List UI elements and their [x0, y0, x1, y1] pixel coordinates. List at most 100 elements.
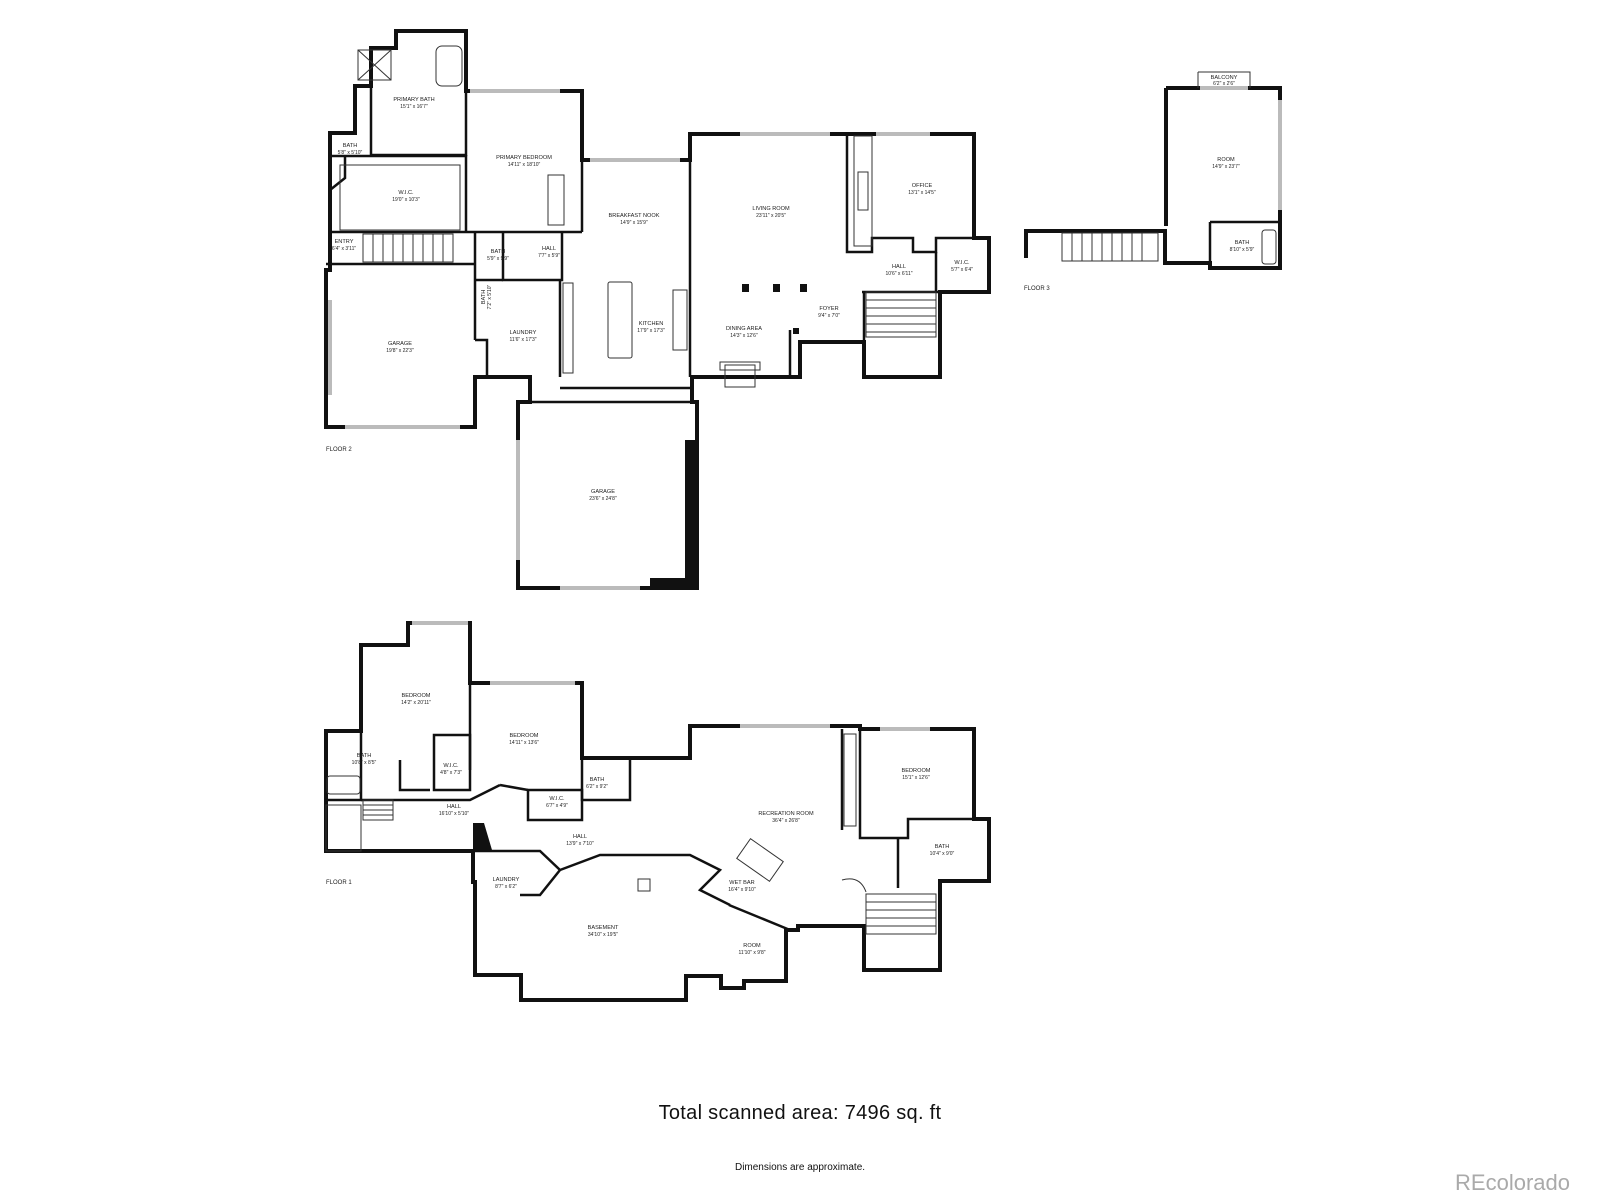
svg-text:HALL: HALL — [542, 246, 556, 252]
svg-text:BATH: BATH — [935, 844, 950, 850]
svg-text:34'10" x 19'5": 34'10" x 19'5" — [588, 932, 618, 938]
svg-text:LIVING ROOM: LIVING ROOM — [752, 206, 790, 212]
svg-text:BATH: BATH — [491, 249, 506, 255]
svg-text:6'4" x 3'11": 6'4" x 3'11" — [332, 246, 356, 252]
svg-text:5'7" x 6'4": 5'7" x 6'4" — [951, 267, 973, 273]
svg-text:BEDROOM: BEDROOM — [902, 768, 931, 774]
svg-text:19'0" x 10'3": 19'0" x 10'3" — [392, 197, 420, 203]
svg-text:6'2" x 9'2": 6'2" x 9'2" — [586, 784, 608, 790]
svg-text:KITCHEN: KITCHEN — [639, 321, 664, 327]
svg-text:7'2" x 5'10": 7'2" x 5'10" — [487, 284, 493, 309]
svg-text:10'6" x 6'11": 10'6" x 6'11" — [885, 271, 912, 277]
svg-text:5'9" x 9'9": 5'9" x 9'9" — [487, 256, 509, 262]
svg-text:7'7" x 5'9": 7'7" x 5'9" — [538, 253, 560, 259]
svg-text:PRIMARY BATH: PRIMARY BATH — [393, 97, 434, 103]
svg-text:BREAKFAST NOOK: BREAKFAST NOOK — [609, 213, 660, 219]
svg-text:23'11" x 20'5": 23'11" x 20'5" — [756, 213, 786, 219]
room-label: W.I.C.6'7" x 4'9" — [546, 796, 568, 809]
svg-text:HALL: HALL — [447, 804, 461, 810]
svg-text:LAUNDRY: LAUNDRY — [493, 877, 520, 883]
svg-text:OFFICE: OFFICE — [912, 183, 933, 189]
svg-text:BATH: BATH — [357, 753, 372, 759]
room-label: W.I.C.5'7" x 6'4" — [951, 260, 973, 273]
svg-text:DINING AREA: DINING AREA — [726, 326, 762, 332]
svg-text:16'10" x 5'10": 16'10" x 5'10" — [439, 811, 469, 817]
svg-text:14'2" x 20'11": 14'2" x 20'11" — [401, 700, 431, 706]
svg-text:4'8" x 7'3": 4'8" x 7'3" — [440, 770, 462, 776]
svg-text:14'11" x 18'10": 14'11" x 18'10" — [508, 162, 541, 168]
svg-text:14'11" x 13'6": 14'11" x 13'6" — [509, 740, 539, 746]
room-label: W.I.C.19'0" x 10'3" — [392, 190, 420, 203]
svg-text:6'2" x 2'6": 6'2" x 2'6" — [1213, 81, 1235, 87]
svg-text:15'1" x 12'6": 15'1" x 12'6" — [902, 775, 930, 781]
svg-text:BEDROOM: BEDROOM — [402, 693, 431, 699]
svg-text:HALL: HALL — [573, 834, 587, 840]
svg-text:ENTRY: ENTRY — [335, 239, 354, 245]
svg-text:36'4" x 26'8": 36'4" x 26'8" — [772, 818, 800, 824]
svg-text:BATH: BATH — [1235, 240, 1250, 246]
svg-text:GARAGE: GARAGE — [388, 341, 412, 347]
room-label: W.I.C.4'8" x 7'3" — [440, 763, 462, 776]
floor-label: FLOOR 2 — [326, 447, 352, 453]
dimensions-disclaimer: Dimensions are approximate. — [734, 1162, 866, 1173]
svg-text:5'8" x 5'10": 5'8" x 5'10" — [338, 150, 363, 156]
svg-text:8'7" x 6'2": 8'7" x 6'2" — [495, 884, 517, 890]
svg-text:6'7" x 4'9": 6'7" x 4'9" — [546, 803, 568, 809]
svg-text:14'9" x 23'7": 14'9" x 23'7" — [1212, 164, 1240, 170]
svg-text:BATH: BATH — [343, 143, 358, 149]
floor-label: FLOOR 3 — [1024, 286, 1050, 292]
svg-text:10'4" x 9'0": 10'4" x 9'0" — [930, 851, 955, 857]
svg-text:RECREATION ROOM: RECREATION ROOM — [758, 811, 814, 817]
svg-text:BEDROOM: BEDROOM — [510, 733, 539, 739]
svg-text:11'6" x 17'3": 11'6" x 17'3" — [509, 337, 536, 343]
svg-text:17'9" x 17'3": 17'9" x 17'3" — [637, 328, 665, 334]
svg-text:BALCONY: BALCONY — [1211, 75, 1238, 81]
svg-text:9'4" x 7'0": 9'4" x 7'0" — [818, 313, 840, 319]
svg-text:14'9" x 15'9": 14'9" x 15'9" — [620, 220, 648, 226]
svg-text:8'10" x 5'9": 8'10" x 5'9" — [1230, 247, 1255, 253]
svg-text:ROOM: ROOM — [743, 943, 761, 949]
total-area-caption: Total scanned area: 7496 sq. ft — [658, 1102, 942, 1124]
svg-text:14'3" x 12'6": 14'3" x 12'6" — [730, 333, 758, 339]
svg-text:WET BAR: WET BAR — [729, 880, 754, 886]
svg-text:10'8" x 8'5": 10'8" x 8'5" — [352, 760, 377, 766]
svg-text:GARAGE: GARAGE — [591, 489, 615, 495]
svg-text:15'1" x 16'7": 15'1" x 16'7" — [400, 104, 428, 110]
svg-text:BATH: BATH — [590, 777, 605, 783]
svg-text:FOYER: FOYER — [819, 306, 838, 312]
svg-text:PRIMARY BEDROOM: PRIMARY BEDROOM — [496, 155, 552, 161]
svg-text:HALL: HALL — [892, 264, 906, 270]
svg-text:19'8" x 22'3": 19'8" x 22'3" — [386, 348, 414, 354]
